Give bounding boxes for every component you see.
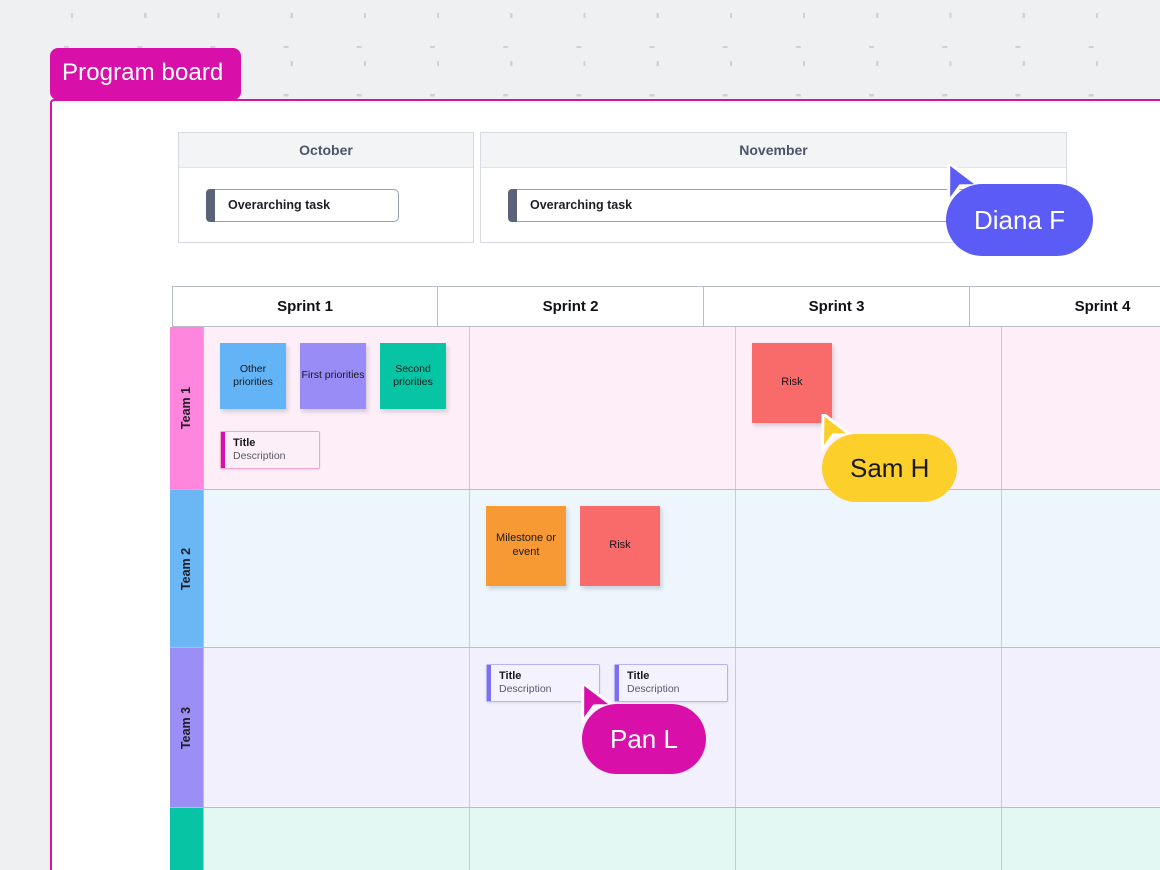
task-card-title: Title [233, 437, 256, 449]
sprint-header-3[interactable]: Sprint 3 [704, 287, 970, 326]
board-title[interactable]: Program board [50, 48, 242, 100]
grid-cell[interactable]: Milestone or event Risk [470, 490, 736, 647]
month-block-october: October Overarching task [178, 132, 474, 243]
month-header-november: November [481, 133, 1066, 168]
team-label-text: Team 3 [179, 706, 194, 749]
grid-cell[interactable] [736, 808, 1002, 870]
sticky-note-text: Second priorities [393, 362, 433, 388]
sprint-header-row: Sprint 1 Sprint 2 Sprint 3 Sprint 4 [172, 286, 1160, 327]
sprint-header-2[interactable]: Sprint 2 [438, 287, 704, 326]
team-row: Team 2 Milestone or event Risk [170, 490, 1160, 648]
grid-cell[interactable]: Other priorities First priorities Second p… [204, 327, 470, 489]
team-row [170, 808, 1160, 870]
sprint-header-1[interactable]: Sprint 1 [172, 287, 438, 326]
sticky-note-text: Other priorities [233, 362, 273, 388]
grid-cell[interactable] [1002, 490, 1160, 647]
team-row-cells: Other priorities First priorities Second p… [203, 327, 1160, 489]
sticky-note[interactable]: Milestone or event [486, 506, 566, 586]
grid-cell[interactable] [204, 490, 470, 647]
task-card-title: Title [499, 670, 522, 682]
team-row: Team 1 Other priorities First priorities Se… [170, 327, 1160, 490]
team-label-text: Team 1 [179, 386, 194, 430]
team-label-strip[interactable]: Team 1 [170, 327, 203, 489]
grid-cell[interactable] [470, 327, 736, 489]
team-label-strip[interactable]: Team 2 [170, 490, 203, 647]
sticky-note[interactable]: Second priorities [380, 343, 446, 409]
sprint-grid: Sprint 1 Sprint 2 Sprint 3 Sprint 4 Team… [170, 286, 1160, 870]
board-inner: October Overarching task November Overar… [120, 101, 1160, 870]
grid-cell[interactable] [204, 648, 470, 807]
grid-cell[interactable] [470, 808, 736, 870]
overarching-task-label: Overarching task [228, 198, 331, 212]
sticky-note[interactable]: Other priorities [220, 343, 286, 409]
sticky-note-group: Other priorities First priorities Second p… [220, 343, 469, 409]
grid-cell[interactable] [736, 648, 1002, 807]
task-card-description: Description [627, 683, 680, 696]
grid-cell[interactable] [736, 490, 1002, 647]
cursor-pointer-icon [947, 164, 981, 204]
sticky-note-text: Risk [609, 539, 631, 552]
team-label-strip[interactable] [170, 808, 203, 870]
team-row-cells: Milestone or event Risk [203, 490, 1160, 647]
cursor-pointer-icon [581, 684, 615, 724]
team-rows: Team 1 Other priorities First priorities Se… [170, 327, 1160, 870]
month-header-october: October [179, 133, 473, 168]
sticky-note-text: Risk [781, 376, 803, 389]
cursor-label-sam-h: Sam H [822, 434, 958, 502]
team-label-strip[interactable]: Team 3 [170, 648, 203, 807]
overarching-task-october[interactable]: Overarching task [206, 188, 399, 222]
month-body-october: Overarching task [179, 168, 473, 242]
grid-cell[interactable] [1002, 808, 1160, 870]
grid-cell[interactable]: Risk [736, 327, 1002, 489]
sticky-note[interactable]: Risk [752, 343, 832, 423]
task-card-description: Description [499, 683, 552, 696]
timeline: October Overarching task November Overar… [178, 132, 1067, 243]
task-card-description: Description [233, 450, 286, 463]
sticky-note[interactable]: First priorities [300, 343, 366, 409]
team-label-text: Team 2 [179, 547, 194, 590]
team-row-cells [203, 808, 1160, 870]
sticky-note-text: Milestone or event [496, 532, 556, 558]
grid-cell[interactable] [1002, 327, 1160, 489]
cursor-label-pan-l: Pan L [582, 704, 706, 774]
cursor-label-diana-f: Diana F [946, 184, 1094, 256]
sprint-header-4[interactable]: Sprint 4 [970, 287, 1160, 326]
grid-cell[interactable] [1002, 648, 1160, 807]
overarching-task-label: Overarching task [530, 198, 633, 212]
task-card-title: Title [627, 670, 650, 682]
sticky-note-text: First priorities [301, 369, 365, 382]
board-frame: October Overarching task November Overar… [50, 99, 1160, 870]
cursor-pointer-icon [820, 414, 853, 452]
sticky-note[interactable]: Risk [580, 506, 660, 586]
sticky-note-group: Risk [752, 343, 1001, 423]
grid-cell[interactable] [204, 808, 470, 870]
sticky-note-group: Milestone or event Risk [486, 506, 735, 586]
